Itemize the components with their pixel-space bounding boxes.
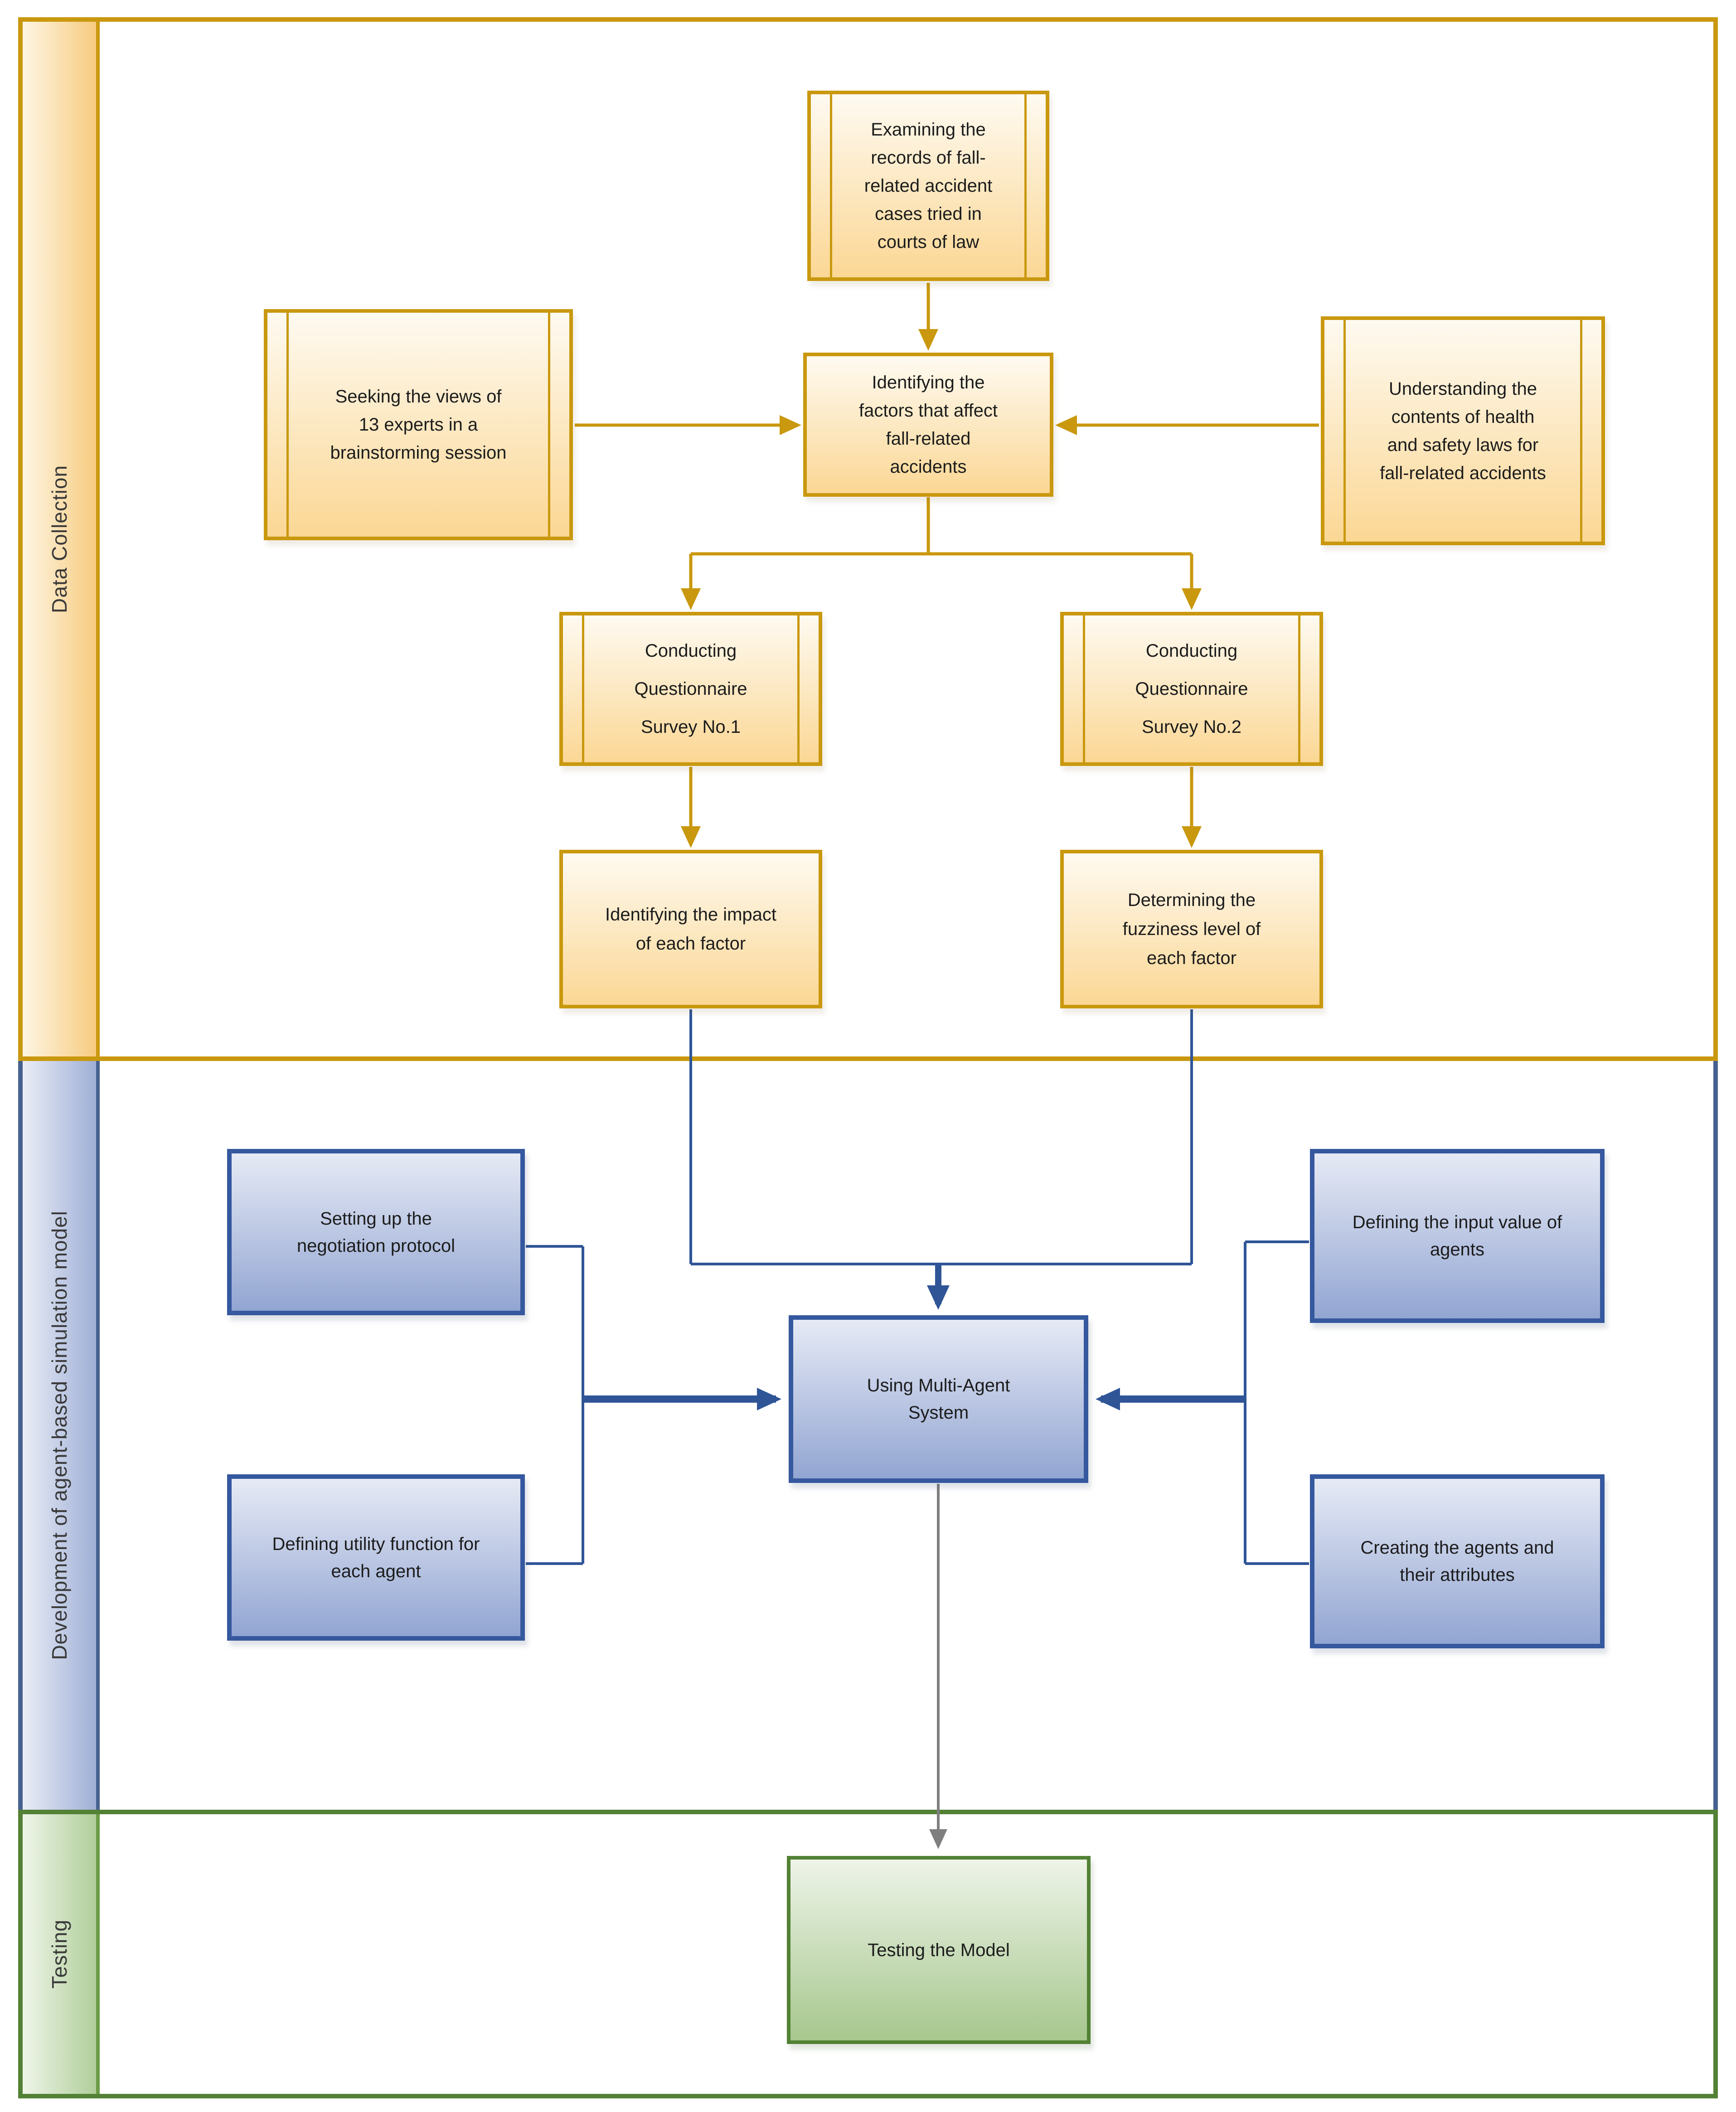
node-input-value: Defining the input value of agents [1310, 1149, 1605, 1323]
node-utility-function: Defining utility function for each agent [227, 1474, 525, 1641]
lane-header-data-collection: Data Collection [23, 22, 100, 1056]
node-multi-agent-system-label: Using Multi-Agent System [867, 1376, 1010, 1423]
node-identifying-factors: Identifying the factors that affect fall… [803, 353, 1053, 497]
node-seeking-views: Seeking the views of 13 experts in a bra… [264, 309, 573, 540]
node-creating-agents: Creating the agents and their attributes [1310, 1474, 1605, 1648]
node-testing-model-label: Testing the Model [868, 1940, 1010, 1960]
node-testing-model: Testing the Model [787, 1856, 1091, 2044]
node-examining-records: Examining the records of fall-related ac… [807, 91, 1049, 281]
lane-header-development: Development of agent-based simulation mo… [23, 1061, 100, 1810]
node-determining-fuzziness: Determining the fuzziness level of each … [1060, 850, 1323, 1008]
node-examining-records-label: Examining the records of fall-related ac… [864, 120, 993, 252]
node-multi-agent-system: Using Multi-Agent System [789, 1315, 1088, 1483]
node-negotiation-protocol: Setting up the negotiation protocol [227, 1149, 525, 1315]
node-understanding-laws: Understanding the contents of health and… [1321, 316, 1605, 545]
node-negotiation-protocol-label: Setting up the negotiation protocol [296, 1208, 456, 1256]
node-seeking-views-label: Seeking the views of 13 experts in a bra… [330, 387, 507, 463]
lane-label-development: Development of agent-based simulation mo… [48, 1211, 71, 1660]
lane-label-testing: Testing [48, 1919, 71, 1989]
node-identifying-impact: Identifying the impact of each factor [559, 850, 822, 1008]
node-survey-1-label: Conducting Questionnaire Survey No.1 [634, 641, 747, 737]
lane-header-testing: Testing [23, 1814, 100, 2094]
node-identifying-impact-label: Identifying the impact of each factor [605, 905, 776, 954]
node-understanding-laws-label: Understanding the contents of health and… [1380, 378, 1546, 483]
node-survey-2: Conducting Questionnaire Survey No.2 [1060, 612, 1323, 766]
node-survey-2-label: Conducting Questionnaire Survey No.2 [1135, 641, 1248, 737]
node-determining-fuzziness-label: Determining the fuzziness level of each … [1122, 890, 1261, 968]
node-survey-1: Conducting Questionnaire Survey No.1 [559, 612, 822, 766]
node-utility-function-label: Defining utility function for each agent [272, 1534, 480, 1581]
node-identifying-factors-label: Identifying the factors that affect fall… [858, 373, 998, 477]
node-creating-agents-label: Creating the agents and their attributes [1360, 1538, 1554, 1585]
node-input-value-label: Defining the input value of agents [1352, 1212, 1562, 1259]
lane-label-data-collection: Data Collection [48, 465, 71, 613]
